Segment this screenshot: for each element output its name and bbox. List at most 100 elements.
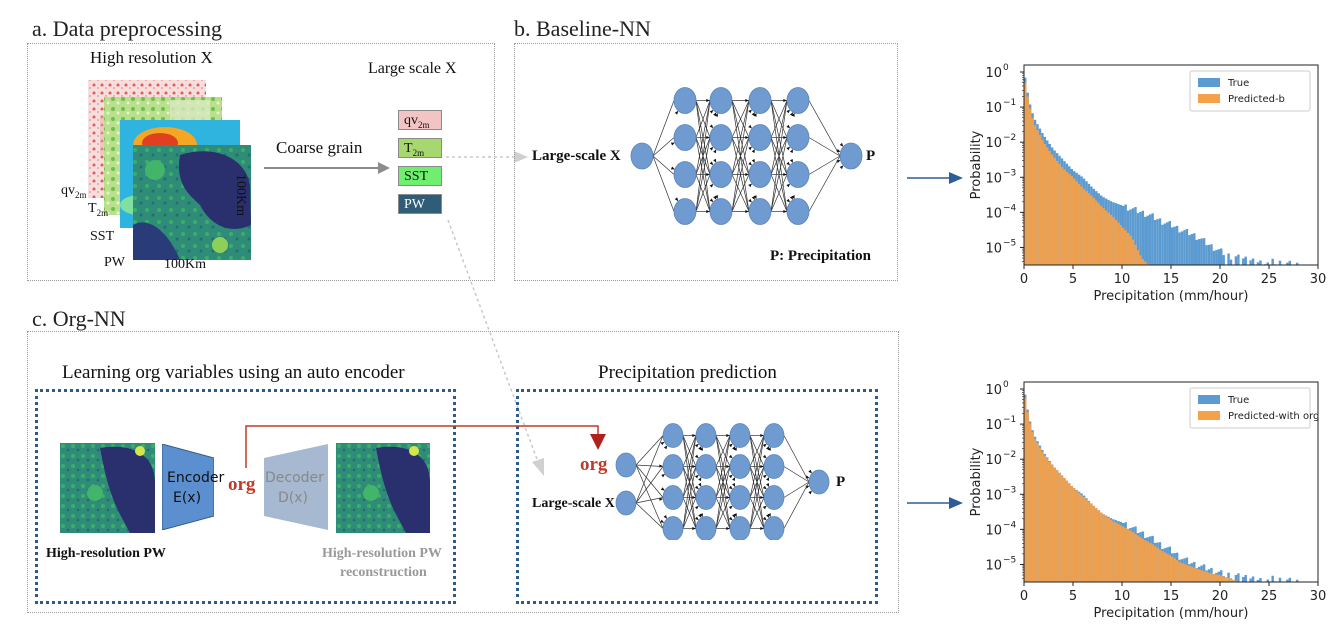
bar-s1: [1158, 549, 1162, 582]
bar-s1: [1048, 461, 1051, 582]
bar-s0: [1237, 573, 1240, 582]
bar-s1: [1151, 544, 1154, 582]
bar-s0: [1266, 579, 1269, 582]
bar-s1: [1104, 210, 1108, 265]
x-tick-label: 20: [1212, 272, 1229, 287]
bar-s1: [1050, 464, 1054, 582]
nn-node-l1-n3: [662, 516, 684, 540]
bar-s0: [1185, 228, 1189, 265]
bar-s1: [1082, 188, 1086, 265]
bar-s1: [1073, 178, 1076, 265]
bar-s1: [1134, 244, 1137, 265]
pred-org-label: org: [580, 454, 608, 475]
bar-s0: [1227, 572, 1230, 582]
bar-s0: [1146, 215, 1149, 265]
x-tick-label: 25: [1261, 589, 1278, 604]
nn-node-l5-n0: [839, 142, 863, 170]
bar-s1: [1038, 134, 1042, 265]
bar-s1: [1026, 411, 1029, 582]
bar-s1: [1229, 578, 1233, 582]
bar-s1: [1141, 538, 1145, 582]
qv-stack-label: qv2m: [61, 183, 87, 200]
bar-s0: [1197, 239, 1201, 265]
bar-s0: [1168, 221, 1171, 265]
bar-s1: [1109, 519, 1113, 582]
bar-s1: [1058, 472, 1061, 582]
bar-s1: [1153, 546, 1157, 582]
x-tick-label: 0: [1020, 272, 1028, 287]
bar-s1: [1215, 574, 1218, 582]
bar-s0: [1256, 579, 1260, 582]
section-b-box: [514, 43, 898, 281]
bar-s1: [1171, 556, 1174, 582]
bar-s1: [1144, 261, 1147, 265]
bar-s0: [1183, 230, 1186, 265]
decoder-sub: D(x): [278, 490, 308, 506]
bar-s1: [1075, 181, 1078, 265]
bar-s0: [1286, 262, 1289, 265]
bar-s0: [1251, 576, 1255, 582]
bar-s0: [1148, 214, 1152, 265]
decoder-shape: [264, 444, 328, 530]
bar-s1: [1097, 510, 1100, 582]
bar-s1: [1183, 564, 1186, 582]
bar-s0: [1249, 260, 1252, 265]
bar-s0: [1134, 207, 1137, 265]
bar-s1: [1080, 494, 1083, 582]
connector-arrows: [446, 151, 544, 476]
nn-node-l3-n1: [729, 454, 751, 479]
nn-node-l4-n3: [763, 516, 785, 540]
bar-s0: [1220, 248, 1223, 265]
bar-s1: [1131, 532, 1135, 582]
bar-s1: [1122, 526, 1125, 582]
bar-s1: [1087, 501, 1091, 582]
series-1: [1024, 397, 1240, 582]
legend-box: [1189, 70, 1311, 112]
nn-node-l1-n0: [662, 423, 684, 448]
bar-s0: [1178, 232, 1181, 265]
encoder-sub: E(x): [173, 490, 202, 506]
x-axis-label: Precipitation (mm/hour): [1093, 289, 1248, 304]
prediction-title: Precipitation prediction: [598, 362, 777, 383]
bar-s1: [1146, 263, 1149, 265]
bar-s1: [1134, 533, 1137, 582]
bar-s0: [1202, 238, 1206, 265]
bar-s0: [1227, 253, 1230, 265]
prediction-box: [516, 389, 878, 604]
bar-s1: [1193, 567, 1196, 582]
bar-s0: [1158, 218, 1162, 265]
org-label: org: [228, 474, 256, 495]
nn-node-l4-n3: [786, 198, 810, 225]
y-tick-exponent: −1: [1003, 98, 1016, 108]
arrow-to-chart-2: [907, 497, 963, 509]
legend-swatch: [1198, 395, 1220, 404]
bar-s0: [1188, 235, 1191, 265]
nn-node-l2-n2: [709, 161, 733, 188]
bar-s1: [1080, 186, 1083, 265]
bar-s1: [1136, 535, 1140, 582]
bar-s1: [1077, 492, 1081, 582]
reconstruction-pw-map: [336, 443, 430, 533]
nn-node-l3-n0: [748, 87, 772, 114]
x-tick-label: 10: [1114, 272, 1131, 287]
field-stack: [88, 80, 251, 260]
y-tick-label: 10: [985, 523, 1002, 538]
pred-output-label: P: [836, 474, 846, 490]
y-tick-exponent: −1: [1003, 415, 1016, 425]
bar-s1: [1124, 230, 1127, 265]
nn-edges: [652, 98, 844, 214]
bar-s1: [1190, 566, 1194, 582]
section-b-title: b. Baseline-NN: [514, 16, 651, 41]
bar-s1: [1129, 235, 1132, 265]
nn-node-l1-n1: [673, 124, 697, 151]
bar-s0: [1244, 256, 1247, 265]
bar-s1: [1104, 516, 1108, 582]
bar-s0: [1234, 256, 1238, 265]
bar-s1: [1095, 508, 1098, 582]
nn-node-l1-n2: [673, 161, 697, 188]
bar-s1: [1146, 541, 1149, 582]
nn-node-l3-n2: [729, 485, 751, 510]
bar-s0: [1215, 250, 1218, 265]
bar-s0: [1295, 579, 1299, 582]
nn-node-l1-n2: [662, 485, 684, 510]
